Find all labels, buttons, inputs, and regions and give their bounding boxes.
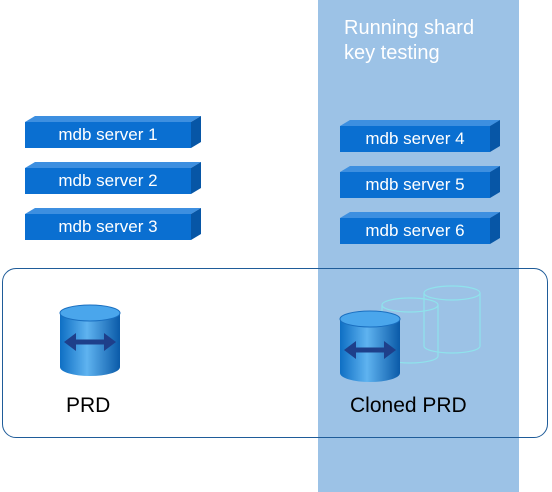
environment-boundary: [2, 268, 548, 438]
server-label: mdb server 4: [365, 129, 465, 148]
server-box-5: mdb server 5: [340, 166, 516, 198]
testing-panel-title-line-1: Running shard: [344, 17, 475, 39]
prd-database-icon: [59, 304, 121, 376]
cloned-prd-label: Cloned PRD: [350, 394, 467, 417]
server-label: mdb server 3: [58, 217, 158, 236]
bidirectional-arrow-icon: [344, 341, 396, 359]
testing-panel-title: Running shard key testing: [344, 16, 514, 66]
testing-panel-title-line-2: key testing: [344, 42, 440, 64]
server-block-icon: [25, 208, 201, 240]
server-box-2: mdb server 2: [25, 162, 201, 194]
server-block-icon: [340, 120, 500, 152]
server-label: mdb server 1: [58, 125, 158, 144]
server-box-6: mdb server 6: [340, 212, 516, 244]
testing-panel: [318, 0, 519, 492]
bidirectional-arrow-icon: [64, 333, 116, 351]
prd-label: PRD: [66, 394, 111, 417]
server-label: mdb server 6: [365, 221, 465, 240]
server-block-icon: [25, 116, 201, 148]
server-box-4: mdb server 4: [340, 120, 516, 152]
cloned-prd-database-icon: [339, 310, 401, 382]
server-box-1: mdb server 1: [25, 116, 201, 148]
server-box-3: mdb server 3: [25, 208, 201, 240]
server-label: mdb server 5: [365, 175, 465, 194]
server-label: mdb server 2: [58, 171, 158, 190]
server-block-icon: [25, 162, 201, 194]
server-block-icon: [340, 166, 500, 198]
server-block-icon: [340, 212, 500, 244]
